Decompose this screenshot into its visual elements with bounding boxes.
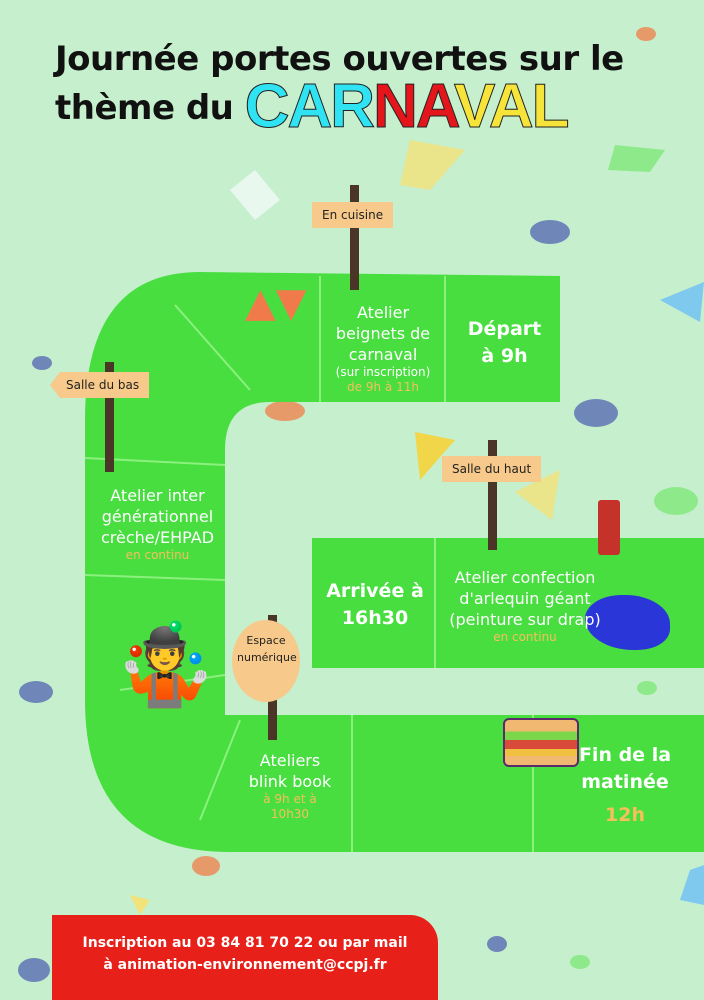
carnaval-letter: N [373, 72, 419, 141]
step-text: Départ [467, 318, 542, 340]
harlequin-icon: 🤹 [115, 618, 215, 711]
step-note: (sur inscription) [335, 365, 431, 379]
step-text: Ateliers [259, 751, 321, 770]
step-time: de 9h à 11h [347, 380, 419, 394]
step-text: 16h30 [341, 607, 409, 629]
step-time: en continu [125, 548, 190, 562]
sign-en-cuisine: En cuisine [312, 202, 394, 228]
title-line1: Journée portes ouvertes sur le [55, 39, 624, 79]
sign-espace-numerique: Espace numérique [232, 620, 300, 702]
step-text: Atelier inter [110, 486, 205, 505]
registration-footer: Inscription au 03 84 81 70 22 ou par mai… [52, 915, 438, 1000]
step-arrivee: Arrivée à 16h30 [315, 578, 435, 632]
sign-salle-du-haut: Salle du haut [442, 456, 542, 482]
step-arlequin: Atelier confection d'arlequin géant (pei… [440, 567, 610, 645]
step-beignets: Atelier beignets de carnaval (sur inscri… [322, 302, 444, 395]
step-text: générationnel [101, 507, 214, 526]
carnaval-letter: A [415, 72, 456, 141]
beignets-icon: ▲▼ [245, 280, 307, 326]
sandwich-icon [503, 718, 579, 767]
step-fin: Fin de la matinée 12h [570, 742, 680, 829]
step-text: blink book [248, 772, 332, 791]
step-text: Atelier [356, 303, 410, 322]
step-blink-book: Ateliers blink book à 9h et à 10h30 [225, 750, 355, 822]
carnaval-letter: L [531, 72, 570, 141]
step-text: Atelier confection [454, 568, 596, 587]
carnaval-letter: V [454, 72, 492, 141]
step-text: d'arlequin géant [459, 589, 591, 608]
step-text: Fin de la [578, 744, 672, 766]
carnaval-letter: C [244, 72, 290, 141]
step-intergenerationnel: Atelier inter générationnel crèche/EHPAD… [85, 485, 230, 563]
title-line2: thème du CARNAVAL [55, 75, 695, 138]
carnaval-letter: R [330, 72, 376, 141]
step-text: à 9h [481, 345, 528, 367]
step-text: crèche/EHPAD [100, 528, 215, 547]
signpost-pole [105, 362, 114, 472]
step-text: (peinture sur drap) [449, 610, 601, 629]
signpost-pole [350, 185, 359, 290]
paint-tube-icon [598, 500, 620, 555]
signpost-pole [488, 440, 497, 550]
step-text: Arrivée à [326, 580, 424, 602]
step-text: carnaval [348, 345, 418, 364]
page-title: Journée portes ouvertes sur le thème du … [55, 35, 695, 138]
step-time: en continu [493, 630, 557, 644]
step-text: beignets de [335, 324, 431, 343]
step-text: matinée [581, 771, 669, 793]
step-time: à 9h et à [263, 792, 317, 806]
step-depart: Départ à 9h [447, 316, 562, 370]
carnaval-letter: A [488, 72, 534, 141]
carnaval-logo: CARNAVAL [244, 72, 570, 141]
step-time: 12h [605, 804, 645, 826]
title-theme-text: thème du [55, 88, 234, 128]
carnaval-letter: A [287, 72, 333, 141]
footer-email-text: à animation-environnement@ccpj.fr [103, 957, 387, 973]
sign-salle-du-bas: Salle du bas [50, 372, 150, 398]
footer-phone-text: Inscription au 03 84 81 70 22 ou par mai… [82, 935, 408, 951]
step-time: 10h30 [270, 807, 310, 821]
paint-splash-icon [585, 595, 670, 650]
